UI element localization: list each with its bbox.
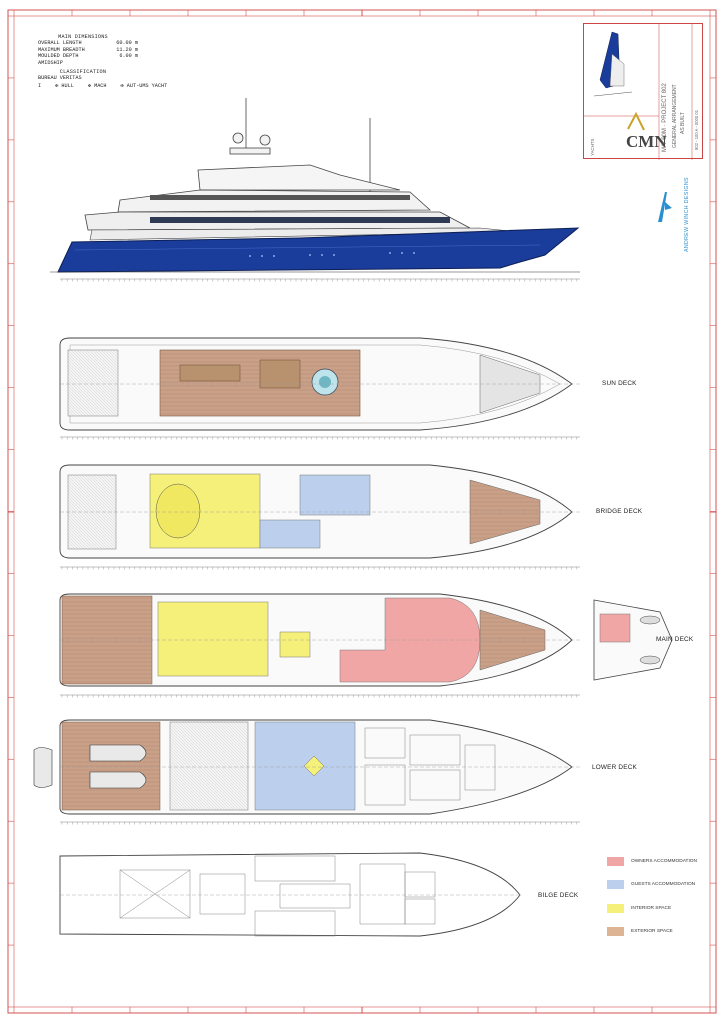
main-dimensions-title: MAIN DIMENSIONS — [58, 34, 108, 40]
dimension-label: OVERALL LENGTH — [38, 40, 82, 47]
frame-scale — [61, 437, 577, 440]
lower-deck-plan — [33, 719, 580, 823]
class-notation-item: ✠ MACH — [87, 82, 107, 89]
dimension-row: OVERALL LENGTH 60.00 m — [38, 40, 138, 46]
cmn-logo: CMN — [626, 132, 667, 151]
dimension-label: MOULDED DEPTH AMIDSHIP — [38, 53, 79, 66]
legend-label: INTERIOR SPACE — [631, 905, 672, 911]
deck-label-main: MAIN DECK — [656, 636, 694, 643]
dimension-value: 6.00 m — [119, 53, 138, 60]
legend-item: EXTERIOR SPACE — [607, 926, 697, 938]
bridge-deck-plan — [59, 464, 580, 568]
dimension-value: 11.20 m — [116, 46, 138, 53]
sun-deck-plan — [59, 337, 580, 438]
legend-label: EXTERIOR SPACE — [631, 929, 673, 934]
radar-mast — [229, 98, 371, 195]
frame-scale — [61, 567, 577, 570]
classification-title: CLASSIFICATION — [59, 69, 107, 76]
frame-scale — [61, 822, 577, 825]
legend-swatch — [607, 927, 624, 936]
owner-foredeck-inset — [593, 599, 673, 681]
frame-scale — [61, 695, 577, 698]
class-notation: I ✠ HULL ✠ MACH ✠ AUT-UMS YACHT — [38, 83, 167, 89]
legend-item: INTERIOR SPACE — [607, 902, 697, 914]
sheet-frame — [7, 9, 717, 1014]
deck-label-bilge: BILGE DECK — [538, 892, 579, 899]
class-notation-item: ✠ HULL — [55, 82, 74, 89]
superstructure-top — [197, 164, 401, 191]
project-title: M/Y 60M · PROJECT 802 — [662, 83, 668, 152]
designer-name: ANDREW WINCH DESIGNS — [684, 177, 690, 252]
main-dimensions: MAIN DIMENSIONS OVERALL LENGTH 60.00 m M… — [38, 34, 167, 89]
deck-label-sun: SUN DECK — [602, 380, 637, 387]
drawing-reference: 802 - 100 A - 0000 01 — [694, 109, 699, 150]
dimension-row: MOULDED DEPTH AMIDSHIP 6.00 m — [38, 53, 138, 66]
deck-label-lower: LOWER DECK — [592, 764, 637, 771]
legend-item: OWNERS ACCOMMODATION — [607, 855, 697, 867]
hull — [57, 227, 580, 273]
bilge-deck-plan — [59, 852, 521, 937]
legend-swatch — [607, 880, 624, 889]
main-interior-zone — [157, 601, 269, 677]
frame-scale — [61, 279, 577, 282]
drawing-title: GENERAL ARRANGEMENT — [672, 84, 678, 148]
dimension-label: MAXIMUM BREADTH — [38, 46, 85, 53]
legend-label: OWNERS ACCOMMODATION — [631, 858, 698, 864]
hull-portholes — [249, 252, 415, 257]
deck-label-bridge: BRIDGE DECK — [596, 508, 643, 515]
legend-label: GUESTS ACCOMMODATION — [631, 882, 696, 887]
class-notation-item: I — [38, 82, 42, 89]
class-notation-item: ✠ AUT-UMS YACHT — [120, 82, 168, 89]
logo-subtitle: YACHTS — [590, 138, 595, 156]
dimension-value: 60.00 m — [116, 40, 138, 47]
yacht-profile — [50, 98, 580, 280]
main-deck-plan — [59, 593, 673, 696]
superstructure-mid — [117, 189, 432, 213]
drawing-status: AS BUILT — [680, 112, 686, 134]
legend-swatch — [607, 856, 624, 866]
color-legend: OWNERS ACCOMMODATION GUESTS ACCOMMODATIO… — [607, 855, 697, 949]
legend-item: GUESTS ACCOMMODATION — [607, 879, 697, 891]
dimension-row: MAXIMUM BREADTH 11.20 m — [38, 47, 138, 53]
classification-society: BUREAU VERITAS — [38, 75, 82, 82]
bridge-guest-zone — [299, 474, 371, 516]
tenders — [33, 744, 147, 789]
title-block: CMN YACHTS M/Y 60M · PROJECT 802 GENERAL… — [583, 23, 703, 160]
title-block-rendering — [584, 24, 693, 160]
legend-swatch — [607, 903, 624, 913]
designer-logo-icon — [656, 188, 674, 226]
